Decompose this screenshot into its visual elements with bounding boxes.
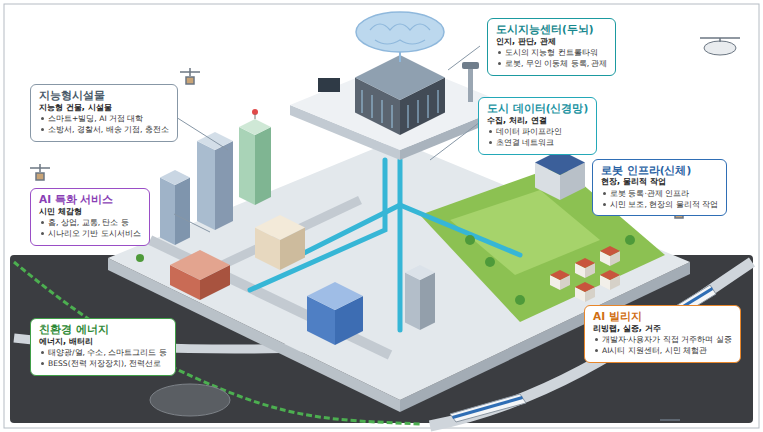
callout-subtitle: 시민 체감형 [39, 207, 141, 218]
tunnel [150, 384, 230, 416]
building [405, 265, 435, 330]
callout-box: 지능형시설물지능형 건물, 시설물스마트+빌딩, AI 거점 대학소방서, 경찰… [30, 84, 178, 142]
data-pipe [250, 160, 520, 330]
callout-subtitle: 지능형 건물, 시설물 [39, 103, 169, 114]
callout-heading: 도시 데이터(신경망) [487, 102, 588, 116]
bullet-dot [498, 51, 501, 54]
building [160, 170, 190, 245]
bullet-row: 개발자·사용자가 직접 거주하며 실증 [593, 335, 732, 346]
bullet-row: 로봇, 무인 이동체 등록, 관제 [496, 59, 607, 70]
bullet-dot [41, 128, 44, 131]
bullet-text: 소방서, 경찰서, 배송 기점, 충전소 [48, 125, 169, 134]
bullet-row: BESS(전력 저장장치), 전력선로 [39, 359, 167, 370]
bullet-text: 로봇, 무인 이동체 등록, 관제 [505, 59, 607, 68]
bullet-text: 데이터 파이프라인 [496, 127, 562, 136]
air-taxi [700, 38, 740, 55]
bullet-dot [498, 62, 501, 65]
bullet-text: 로봇 등록·관제 인프라 [610, 189, 689, 198]
callout-box: AI 특화 서비스시민 체감형홈, 상업, 교통, 탄소 등시나리오 기반 도시… [30, 188, 150, 246]
bullet-row: 초연결 네트워크 [487, 138, 588, 149]
bullet-text: BESS(전력 저장장치), 전력선로 [48, 359, 161, 368]
callout-heading: 로봇 인프라(신체) [601, 164, 718, 178]
callout-heading: AI 특화 서비스 [39, 193, 141, 207]
callout-subtitle: 에너지, 배터리 [39, 337, 167, 348]
bullet-dot [489, 130, 492, 133]
bullet-text: 스마트+빌딩, AI 거점 대학 [48, 114, 143, 123]
bullet-text: 시민 보조, 현장의 물리적 작업 [610, 200, 718, 209]
callout-heading: 도시지능센터(두뇌) [496, 23, 607, 37]
bullet-text: 홈, 상업, 교통, 탄소 등 [48, 218, 129, 227]
bullet-text: 시나리오 기반 도시서비스 [48, 229, 141, 238]
bullet-row: 시나리오 기반 도시서비스 [39, 229, 141, 240]
bullet-row: 도시의 지능형 컨트롤타워 [496, 48, 607, 59]
solar-building [535, 150, 585, 200]
bullet-dot [41, 221, 44, 224]
building [307, 282, 363, 345]
bullet-text: 개발자·사용자가 직접 거주하며 실증 [602, 335, 732, 344]
bullet-dot [489, 141, 492, 144]
callout-heading: 친환경 에너지 [39, 323, 167, 337]
callout-subtitle: 인지, 판단, 관제 [496, 37, 607, 48]
building [239, 109, 271, 205]
bullet-row: 데이터 파이프라인 [487, 127, 588, 138]
bullet-dot [595, 349, 598, 352]
bullet-row: AI시티 지원센터, 시민 체험관 [593, 346, 732, 357]
callout-box: 도시 데이터(신경망)수집, 처리, 연결데이터 파이프라인초연결 네트워크 [478, 97, 597, 155]
bullet-dot [41, 232, 44, 235]
drone [30, 68, 690, 420]
bullet-dot [41, 351, 44, 354]
tree [136, 235, 635, 305]
bullet-text: 도시의 지능형 컨트롤타워 [505, 48, 598, 57]
bullet-dot [41, 117, 44, 120]
house [550, 246, 620, 302]
building [255, 215, 305, 270]
bullet-row: 홈, 상업, 교통, 탄소 등 [39, 218, 141, 229]
bullet-row: 소방서, 경찰서, 배송 기점, 충전소 [39, 125, 169, 136]
callout-box: 로봇 인프라(신체)현장, 물리적 작업로봇 등록·관제 인프라시민 보조, 현… [592, 159, 727, 217]
building [197, 132, 233, 230]
frame [4, 4, 759, 428]
callout-box: 친환경 에너지에너지, 배터리태양광/열, 수소, 스마트그리드 등 BESS(전… [30, 318, 176, 376]
callout-subtitle: 현장, 물리적 작업 [601, 177, 718, 188]
bullet-dot [603, 203, 606, 206]
bullet-text: 태양광/열, 수소, 스마트그리드 등 [48, 348, 167, 357]
building [170, 250, 230, 300]
callout-subtitle: 수집, 처리, 연결 [487, 116, 588, 127]
bullet-dot [595, 338, 598, 341]
bullet-text: 초연결 네트워크 [496, 138, 554, 147]
control-tower [318, 62, 479, 102]
callout-heading: 지능형시설물 [39, 89, 169, 103]
callout-box: AI 빌리지리빙랩, 실증, 거주개발자·사용자가 직접 거주하며 실증 AI시티… [584, 305, 741, 363]
bullet-row: 시민 보조, 현장의 물리적 작업 [601, 200, 718, 211]
bullet-dot [603, 192, 606, 195]
leader-line [168, 46, 480, 232]
brain-cloud [356, 12, 444, 62]
bullet-text: AI시티 지원센터, 시민 체험관 [602, 346, 707, 355]
bullet-row: 스마트+빌딩, AI 거점 대학 [39, 114, 169, 125]
callout-heading: AI 빌리지 [593, 310, 732, 324]
bullet-row: 태양광/열, 수소, 스마트그리드 등 [39, 348, 167, 359]
callout-box: 도시지능센터(두뇌)인지, 판단, 관제도시의 지능형 컨트롤타워로봇, 무인 … [487, 18, 616, 76]
callout-subtitle: 리빙랩, 실증, 거주 [593, 324, 732, 335]
bullet-dot [41, 362, 44, 365]
server-building [355, 55, 445, 135]
bullet-row: 로봇 등록·관제 인프라 [601, 189, 718, 200]
